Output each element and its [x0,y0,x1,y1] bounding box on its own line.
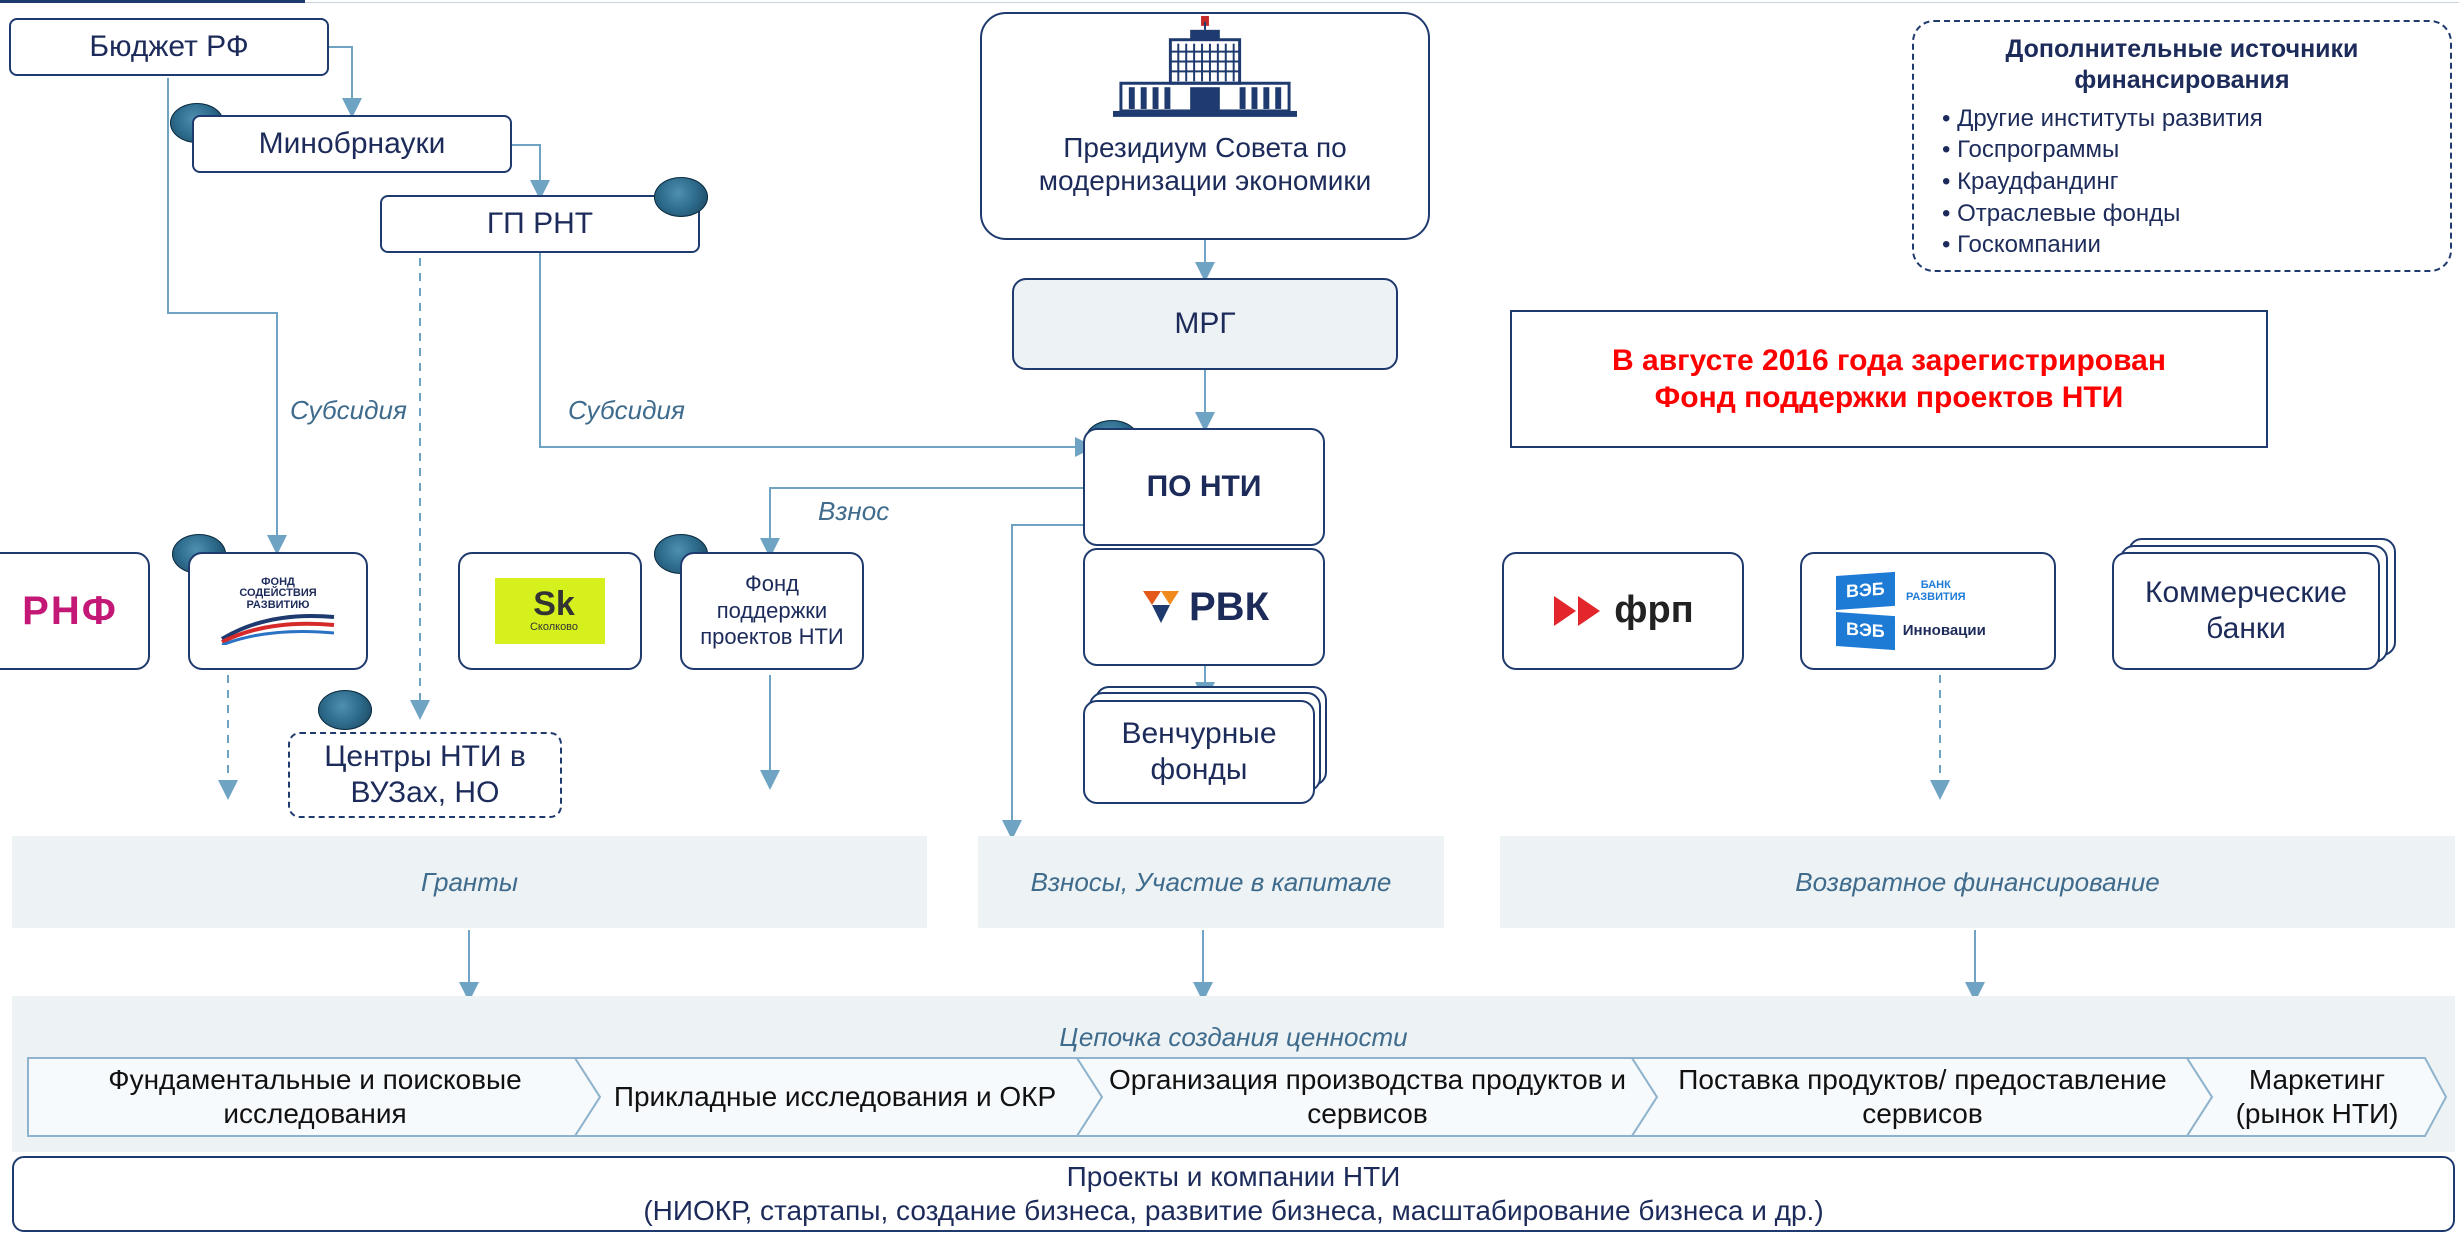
veb-innov-label: Инновации [1902,621,1986,639]
rnf-logo: РНФ [22,589,118,633]
returnable-label: Возвратное финансирование [1795,866,2160,897]
announcement-line2: Фонд поддержки проектов НТИ [1654,381,2124,414]
value-chain-title: Цепочка создания ценности [1059,1022,1408,1052]
extra-source-item: • Отраслевые фонды [1942,199,2181,227]
po-nti-label: ПО НТИ [1146,470,1262,503]
veb-row-bank: ВЭБ БАНК РАЗВИТИЯ [1836,572,1971,611]
minobrnauki-label: Минобрнауки [258,127,446,160]
extra-source-item: • Краудфандинг [1942,167,2119,195]
top-rule [0,0,305,3]
extra-sources-box: Дополнительные источники финансирования … [1912,20,2452,272]
contributions-label: Взносы, Участие в капитале [1030,866,1392,897]
contribution-label: Взнос [818,496,890,526]
emblem-icon [654,177,708,217]
fsr-logo-line2: СОДЕЙСТВИЯ [239,587,317,600]
extra-source-item: • Госкомпании [1942,231,2101,259]
government-building-icon [1113,15,1297,117]
announcement-box: В августе 2016 года зарегистрирован Фонд… [1510,310,2268,448]
extra-sources-title: Дополнительные источники финансирования [2005,35,2359,95]
value-chain-step: Фундаментальные и поисковые исследования [108,1064,522,1129]
mrg-label: МРГ [1174,307,1236,340]
projects-line2: (НИОКР, стартапы, создание бизнеса, разв… [643,1195,1824,1226]
frp-logo: фрп [1614,589,1694,632]
frp-node: фрп [1502,552,1744,670]
skolkovo-logo: Sk Сколково [495,578,605,644]
projects-box: Проекты и компании НТИ (НИОКР, стартапы,… [12,1156,2455,1232]
mrg-node: МРГ [1012,278,1398,370]
centers-nti-label: Центры НТИ в ВУЗах, НО [324,740,526,809]
commercial-banks-label: Коммерческие банки [2144,576,2347,645]
subsidy-label-left: Субсидия [290,395,407,425]
presidium-label: Президиум Совета по модернизации экономи… [1038,131,1372,197]
venture-funds-node: Венчурные фонды [1083,700,1315,804]
fund-nti-node: Фонд поддержки проектов НТИ [680,552,864,670]
fsr-logo-line3: РАЗВИТИЮ [246,598,310,611]
centers-nti-node: Центры НТИ в ВУЗах, НО [288,732,562,818]
veb-bank-label: БАНК РАЗВИТИЯ [1905,579,1966,604]
rvk-logo-icon [1143,591,1179,623]
emblem-icon [318,690,372,730]
extra-sources-list: • Другие институты развития • Госпрограм… [1914,103,2263,261]
fsr-logo: ФОНД СОДЕЙСТВИЯ РАЗВИТИЮ [239,575,317,612]
veb-node: ВЭБ БАНК РАЗВИТИЯ ВЭБ Инновации [1800,552,2056,670]
po-nti-node: ПО НТИ [1083,428,1325,546]
rnf-node: РНФ [0,552,150,670]
fund-nti-label: Фонд поддержки проектов НТИ [700,571,844,650]
veb-row-innov: ВЭБ Инновации [1836,611,1986,650]
contributions-band: Взносы, Участие в капитале [978,836,1444,928]
fsr-node: ФОНД СОДЕЙСТВИЯ РАЗВИТИЮ [188,552,368,670]
value-chain-step: Маркетинг (рынок НТИ) [2235,1064,2399,1129]
value-chain-step: Организация производства продуктов и сер… [1108,1064,1626,1129]
venture-funds-label: Венчурные фонды [1121,717,1277,786]
returnable-band: Возвратное финансирование [1500,836,2455,928]
fsr-logo-line1: ФОНД [261,575,295,588]
projects-line1: Проекты и компании НТИ [1066,1161,1401,1193]
gp-rnt-label: ГП РНТ [486,207,594,240]
gp-rnt-node: ГП РНТ [380,195,700,253]
skolkovo-logo-sub: Сколково [529,621,579,634]
skolkovo-logo-mark: Sk [533,585,575,624]
presidium-node: Президиум Совета по модернизации экономи… [980,12,1430,240]
announcement-line1: В августе 2016 года зарегистрирован [1612,343,2166,377]
rvk-label: РВК [1189,585,1269,629]
extra-source-item: • Другие институты развития [1942,104,2263,132]
value-chain-step: Поставка продуктов/ предоставление серви… [1678,1064,2167,1129]
commercial-banks-node: Коммерческие банки [2112,552,2380,670]
subsidy-label-right: Субсидия [568,395,685,425]
skolkovo-node: Sk Сколково [458,552,642,670]
top-rule-light [305,2,2459,3]
minobrnauki-node: Минобрнауки [192,115,512,173]
budget-rf-node: Бюджет РФ [9,18,329,76]
grants-band: Гранты [12,836,927,928]
fsr-swoosh-icon [220,614,335,646]
budget-rf-label: Бюджет РФ [89,30,249,63]
frp-logo-icon [1554,596,1601,626]
extra-source-item: • Госпрограммы [1942,136,2120,164]
rvk-node: РВК [1083,548,1325,666]
value-chain-step: Прикладные исследования и ОКР [613,1081,1057,1113]
grants-label: Гранты [420,866,519,897]
